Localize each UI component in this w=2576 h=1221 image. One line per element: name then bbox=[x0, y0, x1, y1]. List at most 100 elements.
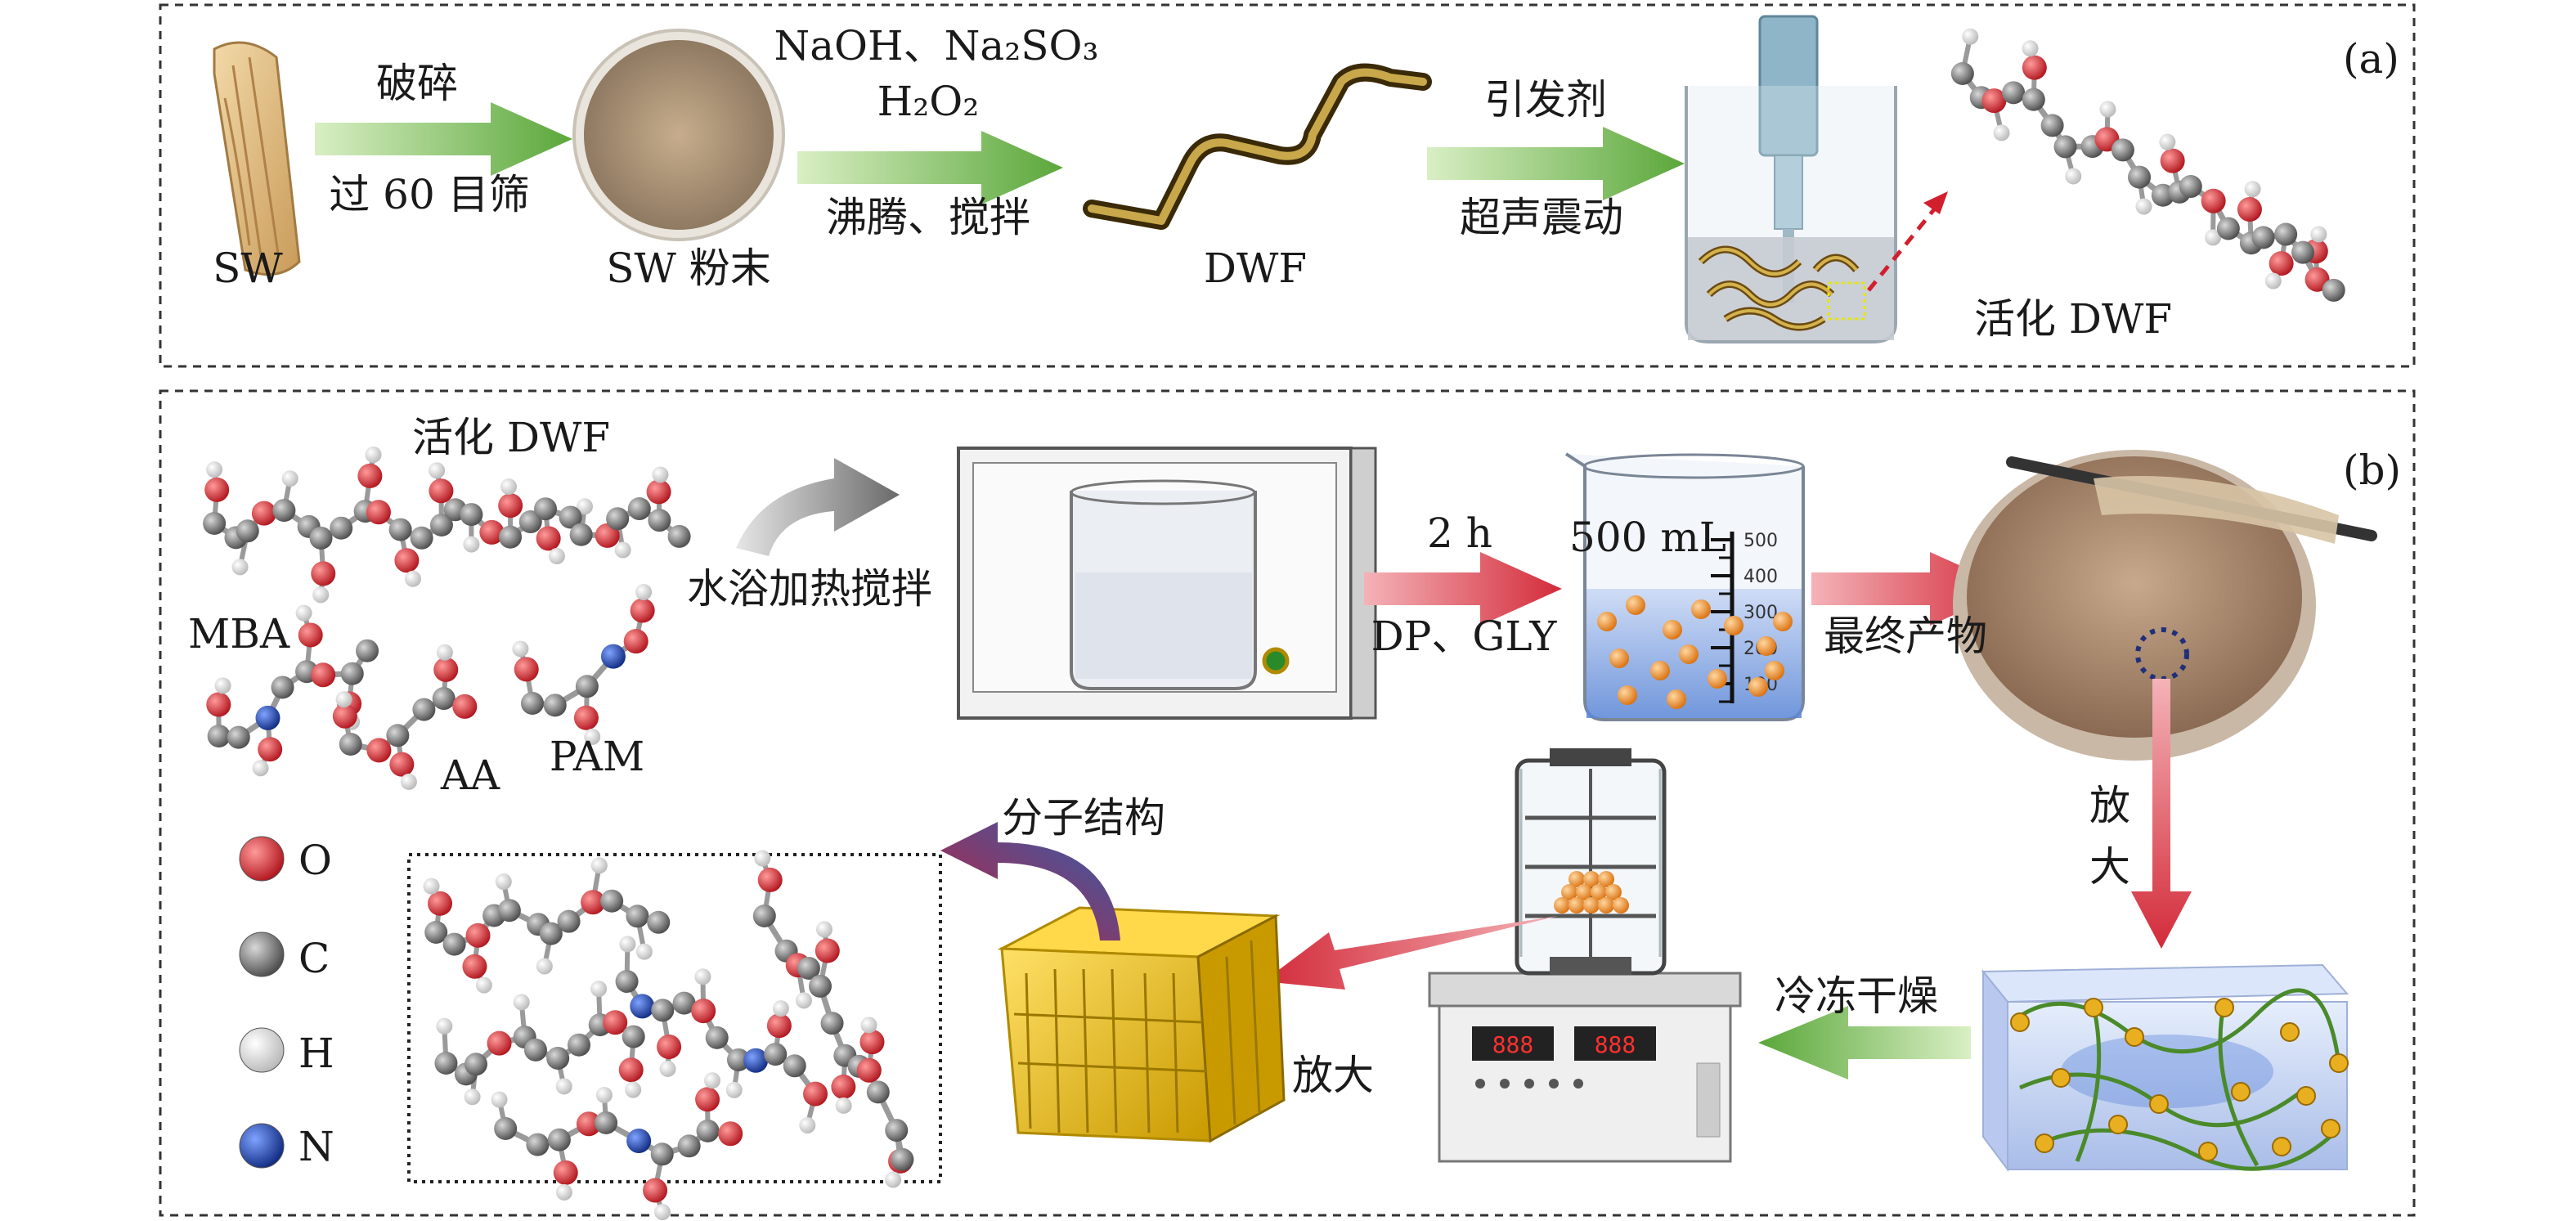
atom-c bbox=[339, 733, 362, 756]
atom-h bbox=[576, 498, 593, 515]
atom-o bbox=[553, 1160, 578, 1185]
atom-c bbox=[340, 662, 364, 685]
atom-o bbox=[695, 1087, 720, 1112]
atom-h bbox=[555, 1183, 572, 1201]
panel-b-tag: (b) bbox=[2343, 447, 2402, 494]
atom-o bbox=[803, 1081, 828, 1107]
legend-h-label: H bbox=[298, 1030, 334, 1077]
atom-o bbox=[2237, 196, 2262, 222]
atom-n bbox=[630, 994, 655, 1019]
atom-h bbox=[513, 994, 530, 1011]
atom-c bbox=[615, 970, 639, 993]
atom-c bbox=[2291, 240, 2315, 264]
atom-o bbox=[366, 500, 391, 525]
pam-label: PAM bbox=[549, 733, 645, 780]
particle bbox=[1597, 612, 1617, 631]
atom-c bbox=[626, 905, 649, 928]
dashed-red-arrow-icon bbox=[1867, 191, 1948, 292]
atom-c bbox=[672, 991, 696, 1015]
atom-c bbox=[518, 510, 542, 534]
atom-h bbox=[772, 1000, 789, 1017]
time-label: 2 h bbox=[1427, 509, 1492, 557]
atom-o bbox=[691, 999, 716, 1024]
activated-dwf-molecule-a bbox=[1950, 28, 2345, 302]
atom-c bbox=[2179, 175, 2202, 199]
atom-c bbox=[424, 921, 448, 944]
atom-c bbox=[2111, 138, 2134, 162]
atom-h bbox=[281, 470, 298, 487]
atom-c bbox=[2322, 278, 2345, 302]
atom-o bbox=[766, 1013, 792, 1039]
magnify-label: 放大 bbox=[1292, 1052, 1374, 1099]
atom-o bbox=[595, 523, 620, 548]
particle bbox=[1679, 644, 1699, 664]
atom-c bbox=[460, 503, 483, 527]
molecular-structure-frame bbox=[407, 853, 942, 1183]
crosslink-node bbox=[2125, 1027, 2144, 1047]
atom-h bbox=[2310, 226, 2327, 243]
porous-block-icon bbox=[997, 906, 1286, 1143]
atom-h bbox=[835, 1097, 852, 1114]
atom-c bbox=[648, 509, 671, 532]
wood-chip-icon bbox=[213, 41, 301, 276]
atom-h bbox=[231, 559, 249, 576]
atom-c bbox=[429, 513, 453, 536]
activated-dwf-molecule-b bbox=[203, 446, 691, 604]
dried-particle bbox=[1568, 871, 1585, 887]
water-bath-icon bbox=[957, 447, 1377, 720]
atom-o bbox=[462, 954, 487, 979]
atom-h bbox=[423, 878, 440, 895]
atom-c bbox=[820, 1012, 844, 1035]
atom-h bbox=[400, 773, 417, 790]
atom-c bbox=[356, 639, 379, 662]
atom-c bbox=[330, 516, 353, 540]
beaker-particles bbox=[1597, 595, 1793, 709]
legend-o-ball bbox=[239, 836, 285, 882]
atom-h bbox=[1993, 124, 2010, 141]
arrow-boil-icon bbox=[797, 131, 1063, 204]
scale-mark: 500 bbox=[1744, 531, 1778, 551]
atom-o bbox=[581, 890, 606, 915]
crosslink-node bbox=[2108, 1115, 2128, 1134]
atom-h bbox=[590, 981, 608, 998]
atom-o bbox=[311, 561, 336, 586]
atom-c bbox=[271, 676, 294, 699]
reagents-line1: NaOH、Na₂SO₃ bbox=[774, 22, 1099, 70]
atom-c bbox=[600, 889, 624, 913]
crosslink-node bbox=[2280, 1022, 2300, 1042]
atom-o bbox=[856, 1057, 882, 1083]
arrow-crush-icon bbox=[315, 102, 572, 176]
dried-particle bbox=[1583, 897, 1600, 914]
atom-c bbox=[705, 1026, 729, 1049]
atom-c bbox=[764, 1043, 788, 1066]
atom-c bbox=[557, 909, 581, 933]
atom-c bbox=[497, 899, 521, 922]
atom-o bbox=[251, 501, 276, 526]
atom-c bbox=[499, 525, 523, 549]
mba-label: MBA bbox=[188, 610, 290, 658]
atom-o bbox=[433, 657, 459, 682]
atom-h bbox=[512, 640, 529, 658]
particle bbox=[1724, 616, 1744, 635]
crosslink-nodes bbox=[2010, 998, 2349, 1161]
initiator-label: 引发剂 bbox=[1484, 76, 1607, 123]
atom-o bbox=[536, 526, 561, 551]
atom-n bbox=[743, 1048, 769, 1073]
crosslink-node bbox=[2051, 1068, 2071, 1088]
sw-powder-icon bbox=[572, 29, 785, 241]
atom-o bbox=[258, 737, 283, 762]
atom-c bbox=[442, 932, 466, 956]
atom-o bbox=[366, 738, 392, 763]
atom-h bbox=[2244, 181, 2261, 198]
legend-c-ball bbox=[239, 931, 285, 977]
atom-c bbox=[2053, 135, 2077, 159]
atom-h bbox=[652, 466, 669, 483]
atom-c bbox=[386, 724, 410, 747]
atom-o bbox=[204, 477, 230, 502]
atom-c bbox=[2274, 222, 2298, 246]
atom-o bbox=[394, 548, 420, 573]
activated-dwf-label-b: 活化 DWF bbox=[411, 414, 611, 461]
atom-h bbox=[595, 1086, 613, 1103]
atom-h bbox=[495, 873, 512, 891]
atom-h bbox=[555, 1078, 572, 1095]
